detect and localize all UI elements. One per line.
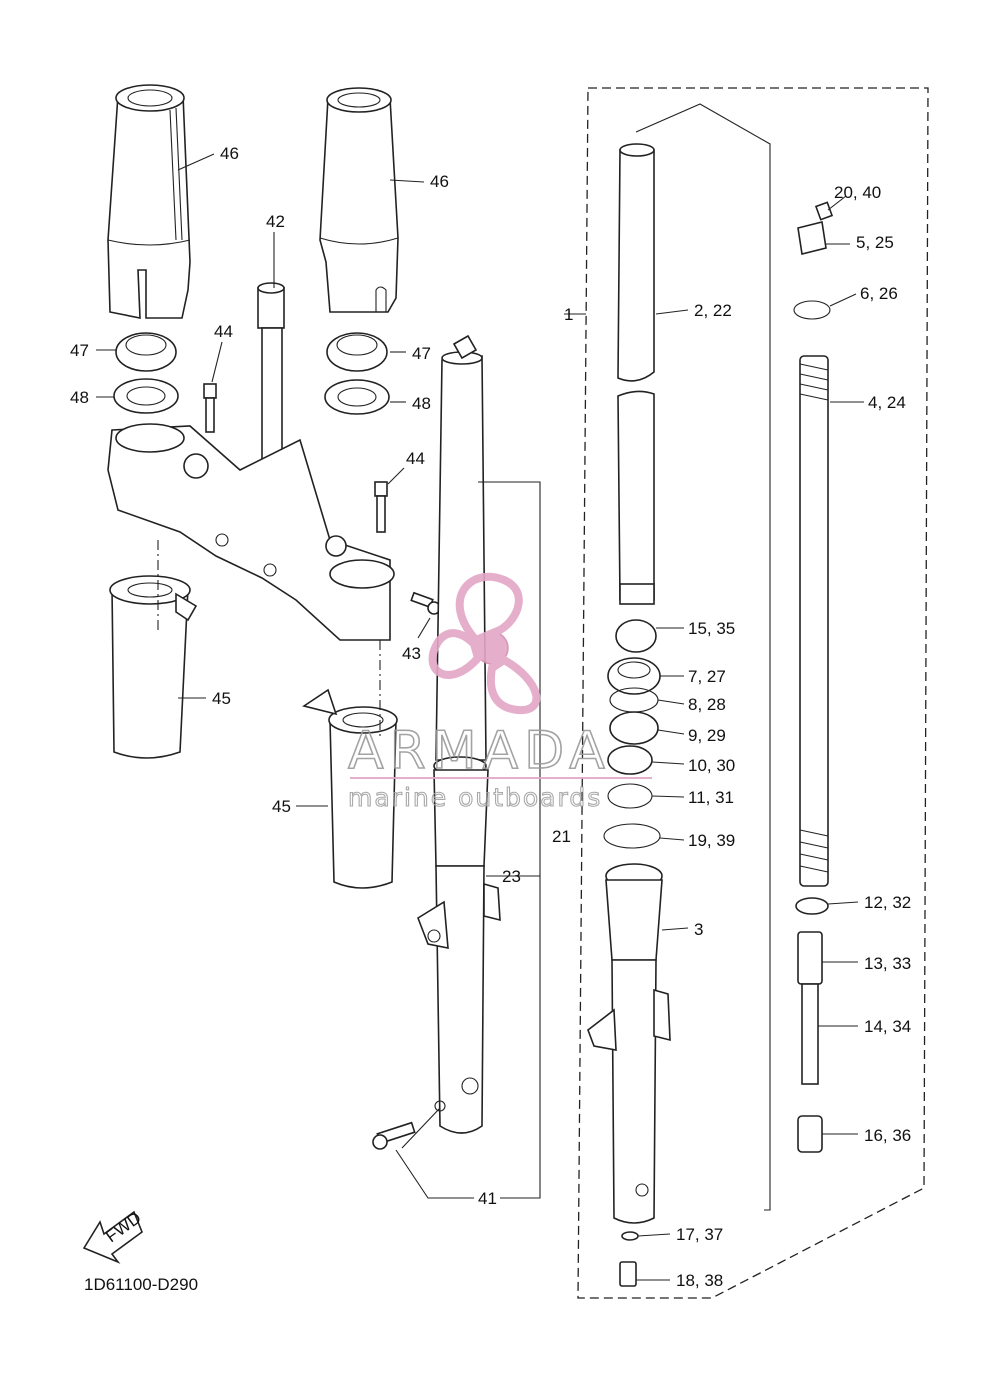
fork-cover-46-left: [107, 84, 191, 319]
spring-4-24: [799, 355, 829, 887]
callout-46: 46: [220, 144, 239, 163]
clip-11-31: [607, 783, 653, 809]
callout-11-31: 11, 31: [688, 788, 734, 807]
washer-48-right: [324, 379, 390, 415]
callout-4-24: 4, 24: [868, 393, 906, 412]
washer-47-right: [326, 332, 388, 372]
washer-47-left: [115, 332, 177, 372]
o-ring-19-39: [603, 823, 661, 849]
bolt-44-right: [374, 481, 388, 533]
callout-3: 3: [694, 920, 703, 939]
bolt-18-38: [619, 1261, 637, 1287]
washer-9-29: [609, 711, 659, 745]
callout-15-35: 15, 35: [688, 619, 735, 638]
callout-9-29: 9, 29: [688, 726, 726, 745]
lower-bracket: [107, 423, 395, 641]
callout-6-26: 6, 26: [860, 284, 898, 303]
callout-20-40: 20, 40: [834, 183, 881, 202]
callout-47: 47: [70, 341, 89, 360]
callout-44: 44: [214, 322, 233, 341]
inner-tube-2-22: [617, 143, 655, 605]
propeller-blade-icon: [486, 655, 541, 715]
callout-5-25: 5, 25: [856, 233, 894, 252]
cap-bolt-5-25: [797, 201, 834, 255]
callout-47: 47: [412, 344, 431, 363]
callout-44: 44: [406, 449, 425, 468]
o-ring-6-26: [793, 300, 831, 320]
callout-12-32: 12, 32: [864, 893, 911, 912]
callout-48: 48: [70, 388, 89, 407]
callout-13-33: 13, 33: [864, 954, 911, 973]
piston-16-36: [797, 1115, 823, 1153]
drawing-code: 1D61100-D290: [84, 1275, 198, 1294]
callout-labels: 46 46 42 47 47 48 48 44 44 43 45 45 21 2…: [70, 144, 911, 1290]
callout-19-39: 19, 39: [688, 831, 735, 850]
washer-48-left: [113, 378, 179, 414]
washer-12-32: [795, 897, 829, 915]
bolt-43: [410, 591, 441, 615]
axle-bolt-41: [372, 1121, 416, 1150]
watermark-brand: ARMADA: [348, 721, 611, 781]
callout-42: 42: [266, 212, 285, 231]
callout-10-30: 10, 30: [688, 756, 735, 775]
callout-45: 45: [272, 797, 291, 816]
propeller-blade-icon: [428, 629, 483, 679]
callout-46: 46: [430, 172, 449, 191]
callout-2-22: 2, 22: [694, 301, 732, 320]
watermark-tagline: marine outboards: [348, 783, 602, 812]
callout-18-38: 18, 38: [676, 1271, 723, 1290]
washer-17-37: [621, 1231, 639, 1241]
armada-watermark: ARMADA marine outboards: [347, 572, 652, 813]
leader-lines: [96, 153, 864, 1281]
callout-1: 1: [564, 305, 573, 324]
fwd-arrow-icon: FWD: [82, 1208, 145, 1264]
callout-23: 23: [502, 867, 521, 886]
spring-13-33: [797, 931, 823, 985]
propeller-blade-icon: [455, 572, 523, 645]
rod-14-34: [801, 983, 819, 1085]
callout-8-28: 8, 28: [688, 695, 726, 714]
fork-cover-46-right: [319, 87, 399, 313]
callout-7-27: 7, 27: [688, 667, 726, 686]
seal-10-30: [607, 745, 653, 775]
fork-tube-45-left: [109, 575, 198, 759]
callout-43: 43: [402, 644, 421, 663]
callout-41: 41: [478, 1189, 497, 1208]
callout-14-34: 14, 34: [864, 1017, 911, 1036]
seal-7-27: [607, 657, 661, 695]
callout-16-36: 16, 36: [864, 1126, 911, 1145]
bolt-44-left: [203, 383, 217, 433]
steering-stem-42: [248, 282, 292, 531]
callout-17-37: 17, 37: [676, 1225, 723, 1244]
bushing-15-35: [615, 619, 657, 653]
callout-48: 48: [412, 394, 431, 413]
outer-tube-3: [587, 863, 671, 1224]
callout-21: 21: [552, 827, 571, 846]
callout-45: 45: [212, 689, 231, 708]
